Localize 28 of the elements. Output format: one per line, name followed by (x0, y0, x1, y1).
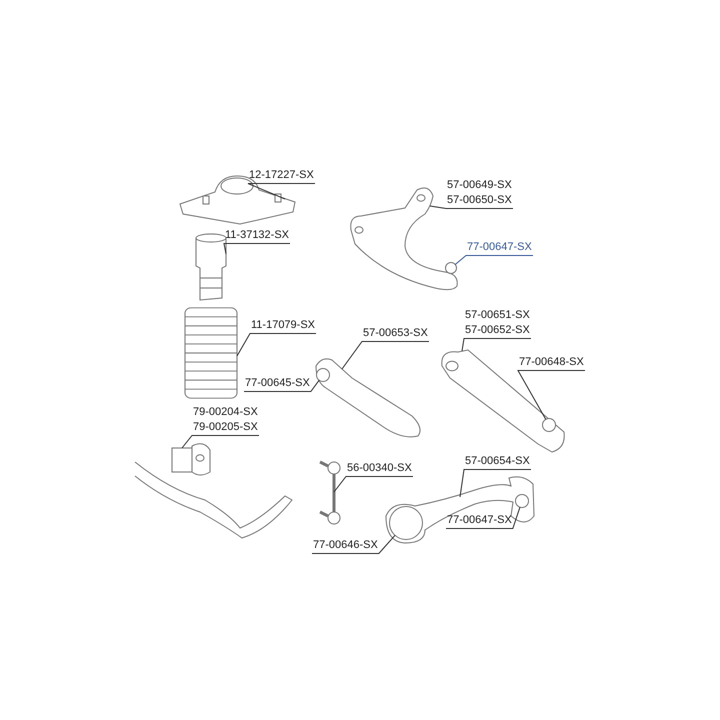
part-number-callout: 79-00204-SX 79-00205-SX (192, 405, 259, 436)
part-number-callout: 77-00646-SX (312, 538, 379, 554)
part-number-callout: 57-00649-SX 57-00650-SX (446, 178, 513, 209)
leader-line (312, 534, 396, 554)
bushing-drawing (389, 506, 423, 540)
bushing-drawing (445, 262, 457, 274)
part-number-callout: 77-00647-SX (466, 240, 533, 256)
part-number-callout: 57-00653-SX (362, 326, 429, 342)
leader-line (236, 333, 317, 356)
lateral-arm-drawing (385, 476, 535, 544)
leader-line (223, 243, 291, 254)
part-number-callout: 77-00645-SX (244, 376, 311, 392)
leader-line (462, 338, 532, 352)
leader-line (430, 206, 514, 209)
leader-line (244, 380, 320, 392)
part-number-callout: 57-00651-SX 57-00652-SX (464, 308, 531, 339)
part-number-callout: 56-00340-SX (346, 461, 413, 477)
leader-line (460, 469, 532, 498)
part-number-callout: 11-17079-SX (250, 318, 316, 334)
leader-line (182, 435, 260, 448)
part-number-callout: 77-00647-SX (446, 513, 513, 529)
leader-line (454, 255, 534, 265)
leader-line (342, 341, 430, 370)
part-number-callout: 57-00654-SX (464, 454, 531, 470)
leader-line (446, 506, 520, 529)
leader-line (517, 370, 586, 420)
dust-boot-drawing (182, 306, 240, 400)
part-number-callout: 77-00648-SX (518, 355, 585, 371)
